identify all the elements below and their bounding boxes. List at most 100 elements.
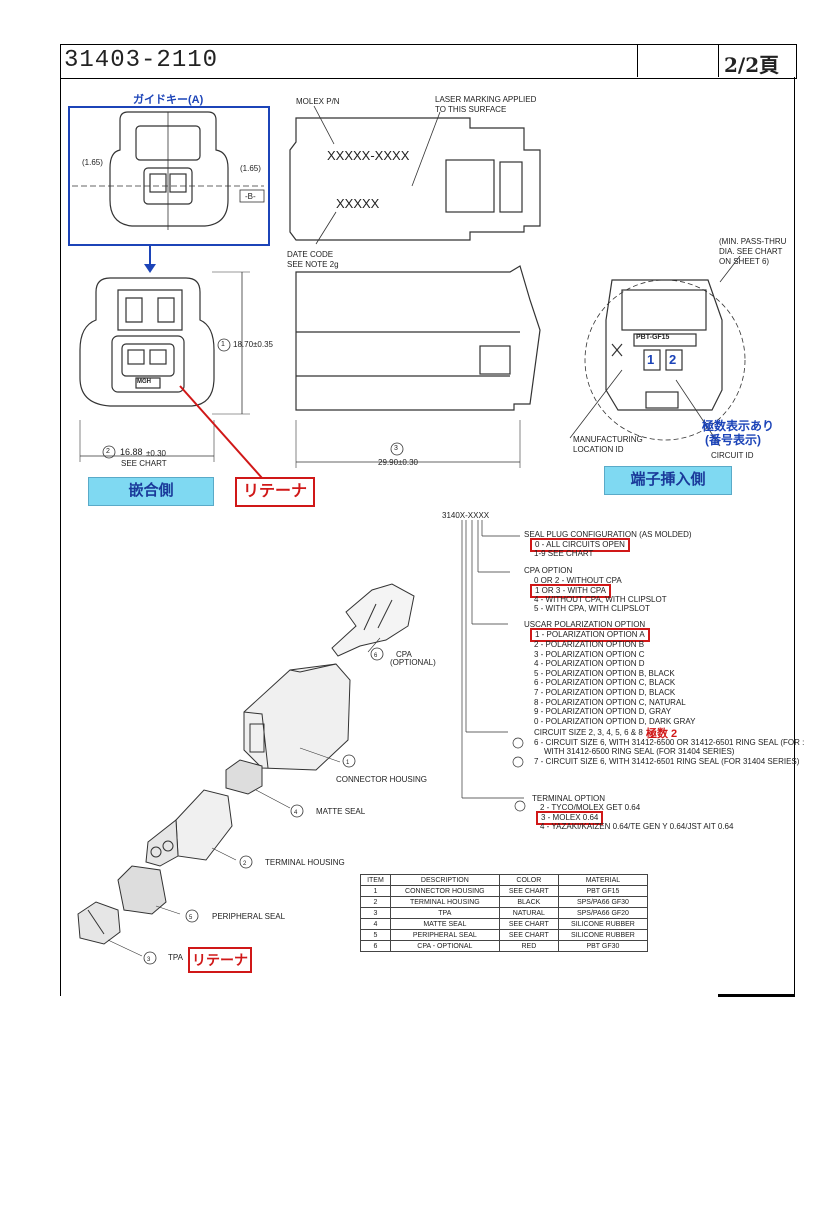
polarization-option-5: 6 - POLARIZATION OPTION C, BLACK: [534, 678, 676, 687]
bom-cell: 6: [360, 940, 391, 952]
polarization-option-2: 3 - POLARIZATION OPTION C: [534, 650, 645, 659]
bom-cell: MATTE SEAL: [389, 918, 500, 930]
circuit-size-opt7: 7 - CIRCUIT SIZE 6, WITH 31412-6501 RING…: [534, 757, 800, 766]
bom-header: DESCRIPTION: [389, 874, 500, 886]
pbt-gf-mark: PBT-GF15: [636, 334, 670, 341]
polarization-option-0: 1 - POLARIZATION OPTION A: [530, 628, 650, 642]
bom-header-row: ITEM DESCRIPTION COLOR MATERIAL: [360, 874, 649, 886]
bom-row: 1 CONNECTOR HOUSING SEE CHART PBT GF15: [360, 885, 649, 897]
mfg-location-line2: LOCATION ID: [573, 445, 624, 454]
laser-marking-line2: TO THIS SURFACE: [435, 105, 507, 114]
polarization-option-4: 5 - POLARIZATION OPTION B, BLACK: [534, 669, 675, 678]
seal-plug-option-1: 1-9 SEE CHART: [534, 549, 594, 558]
bom-cell: NATURAL: [498, 907, 559, 919]
bom-row: 5 PERIPHERAL SEAL SEE CHART SILICONE RUB…: [360, 929, 649, 941]
polarization-option-3: 4 - POLARIZATION OPTION D: [534, 659, 645, 668]
page-cell: [718, 44, 796, 77]
date-placeholder: XXXXX: [336, 196, 380, 211]
matte-seal-label: MATTE SEAL: [316, 807, 366, 816]
part-number: 31403-2110: [64, 47, 219, 74]
circuit-size-opt6b: WITH 31412-6500 RING SEAL (FOR 31404 SER…: [544, 747, 735, 756]
guide-key-label: ガイドキー(A): [133, 94, 204, 106]
dim-length-circle: 3: [394, 445, 398, 452]
polarity-note-line2: (番号表示): [705, 433, 761, 447]
bom-cell: 3: [360, 907, 391, 919]
frame-right: [794, 77, 795, 996]
frame-bottom-bar: [718, 994, 795, 997]
bom-cell: PBT GF30: [557, 940, 649, 952]
bom-cell: SPS/PA66 GF20: [557, 907, 649, 919]
peripheral-seal-label: PERIPHERAL SEAL: [212, 912, 286, 921]
polarization-heading: USCAR POLARIZATION OPTION: [524, 620, 646, 629]
bom-row: 6 CPA - OPTIONAL RED PBT GF30: [360, 940, 649, 952]
dim-offset-left: (1.65): [82, 158, 103, 167]
title-block-cell: [637, 44, 719, 77]
terminal-heading: TERMINAL OPTION: [532, 794, 606, 803]
datum-b: -B-: [245, 192, 256, 201]
date-code-line2: SEE NOTE 2g: [287, 260, 339, 269]
tpa-retainer-callout: リテーナ: [188, 947, 252, 973]
bom-cell: CONNECTOR HOUSING: [389, 885, 500, 897]
retainer-callout: リテーナ: [235, 477, 315, 507]
polarization-option-9: 0 - POLARIZATION OPTION D, DARK GRAY: [534, 717, 696, 726]
dim-height: 18.70±0.35: [233, 340, 273, 349]
n2: 2: [243, 861, 247, 867]
n5: 5: [189, 915, 193, 921]
bom-cell: PBT GF15: [557, 885, 649, 897]
cpa-heading: CPA OPTION: [524, 566, 573, 575]
pass-thru-line2: DIA. SEE CHART: [719, 247, 783, 256]
n3: 3: [147, 957, 151, 963]
mgh-mark: MGH: [137, 379, 151, 385]
bom-cell: 1: [360, 885, 391, 897]
title-block: [60, 44, 797, 79]
terminal-insert-side-label: 端子挿入側: [604, 466, 732, 495]
dim-width: 16.88: [120, 447, 143, 457]
connector-housing-label: CONNECTOR HOUSING: [336, 775, 427, 784]
n4: 4: [294, 810, 298, 816]
bom-cell: SILICONE RUBBER: [557, 918, 649, 930]
dim-width-circle: 2: [106, 448, 110, 455]
bom-cell: SEE CHART: [498, 918, 559, 930]
bom-cell: CPA - OPTIONAL: [389, 940, 500, 952]
n6: 6: [374, 653, 378, 659]
bom-cell: SPS/PA66 GF30: [557, 896, 649, 908]
bom-header: ITEM: [360, 874, 391, 886]
terminal-option-1: 3 - MOLEX 0.64: [536, 811, 604, 825]
polarization-option-1: 2 - POLARIZATION OPTION B: [534, 640, 645, 649]
polarization-option-7: 8 - POLARIZATION OPTION C, NATURAL: [534, 698, 686, 707]
ordering-code: 3140X-XXXX: [442, 511, 490, 520]
bom-cell: BLACK: [498, 896, 559, 908]
polarization-option-8: 9 - POLARIZATION OPTION D, GRAY: [534, 707, 672, 716]
bom-cell: 4: [360, 918, 391, 930]
terminal-housing-label: TERMINAL HOUSING: [265, 858, 345, 867]
bom-row: 3 TPA NATURAL SPS/PA66 GF20: [360, 907, 649, 919]
cpa-option-3: 5 - WITH CPA, WITH CLIPSLOT: [534, 604, 650, 613]
polarization-option-6: 7 - POLARIZATION OPTION D, BLACK: [534, 688, 676, 697]
tpa-label: TPA: [168, 953, 183, 962]
bom-row: 2 TERMINAL HOUSING BLACK SPS/PA66 GF30: [360, 896, 649, 908]
circuit-size-note: 極数 2: [646, 728, 678, 740]
terminal-option-0: 2 - TYCO/MOLEX GET 0.64: [540, 803, 641, 812]
mfg-location-line1: MANUFACTURING: [573, 435, 643, 444]
bom-header: COLOR: [498, 874, 559, 886]
bom-cell: SILICONE RUBBER: [557, 929, 649, 941]
seal-plug-heading: SEAL PLUG CONFIGURATION (AS MOLDED): [524, 530, 692, 539]
circuit-size-line: CIRCUIT SIZE 2, 3, 4, 5, 6 & 8: [534, 728, 643, 737]
cpa-label: CPA: [396, 650, 412, 659]
cavity-1: 1: [647, 352, 655, 367]
pass-thru-line1: (MIN. PASS-THRU: [719, 237, 787, 246]
bom-table: ITEM DESCRIPTION COLOR MATERIAL 1 CONNEC…: [360, 874, 649, 952]
frame-left: [60, 77, 61, 996]
date-code-line1: DATE CODE: [287, 250, 334, 259]
bom-cell: SEE CHART: [498, 885, 559, 897]
bom-cell: TPA: [389, 907, 500, 919]
bom-cell: PERIPHERAL SEAL: [389, 929, 500, 941]
seal-plug-option-0: 0 - ALL CIRCUITS OPEN: [530, 538, 630, 552]
cpa-option-0: 0 OR 2 - WITHOUT CPA: [534, 576, 622, 585]
bom-cell: 2: [360, 896, 391, 908]
bom-cell: TERMINAL HOUSING: [389, 896, 500, 908]
cpa-option-1: 1 OR 3 - WITH CPA: [530, 584, 611, 598]
pass-thru-line3: ON SHEET 6): [719, 257, 770, 266]
circuit-id: CIRCUIT ID: [711, 451, 754, 460]
cpa-optional-label: (OPTIONAL): [390, 658, 436, 667]
